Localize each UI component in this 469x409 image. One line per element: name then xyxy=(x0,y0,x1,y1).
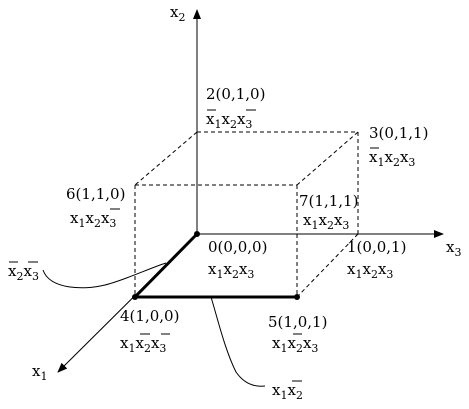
vertex-5-dot xyxy=(294,294,300,300)
callout-term-x2x3: x2x3 xyxy=(8,262,39,283)
callout-term-x1x2: x1x2 xyxy=(272,381,303,402)
vertex-0-term: x1x2x3 xyxy=(208,260,254,281)
vertex-0-label: 0(0,0,0) xyxy=(208,238,267,256)
vertex-6-term: x1x2x3 xyxy=(70,209,116,230)
callout-curve-x2x3 xyxy=(42,262,167,289)
x3-axis-label: x3 xyxy=(446,238,461,259)
callout-curve-x1x2 xyxy=(210,296,266,387)
vertex-2-term: x1x2x3 xyxy=(206,110,252,131)
vertex-5-term: x1x2x3 xyxy=(272,334,318,355)
vertex-1-label: 1(0,0,1) xyxy=(347,238,406,256)
vertex-1-term: x1x2x3 xyxy=(347,260,393,281)
vertex-6-label: 6(1,1,0) xyxy=(66,185,125,203)
x2-axis-label: x2 xyxy=(170,3,185,24)
vertex-7-label: 7(1,1,1) xyxy=(299,192,358,210)
vertex-3-term: x1x2x3 xyxy=(369,148,415,169)
vertex-4-term: x1x2x3 xyxy=(120,334,166,355)
cube-dashed-edges xyxy=(134,131,359,298)
vertex-4-label: 4(1,0,0) xyxy=(120,307,179,325)
vertex-5-label: 5(1,0,1) xyxy=(268,313,327,331)
vertex-2-label: 2(0,1,0) xyxy=(206,85,265,103)
x1-axis-label: x1 xyxy=(32,362,47,383)
edge-0-4 xyxy=(133,232,199,299)
vertex-0-dot xyxy=(194,231,200,237)
vertex-4-dot xyxy=(132,294,138,300)
vertex-7-term: x1x2x3 xyxy=(303,211,349,232)
vertex-3-label: 3(0,1,1) xyxy=(369,124,428,142)
